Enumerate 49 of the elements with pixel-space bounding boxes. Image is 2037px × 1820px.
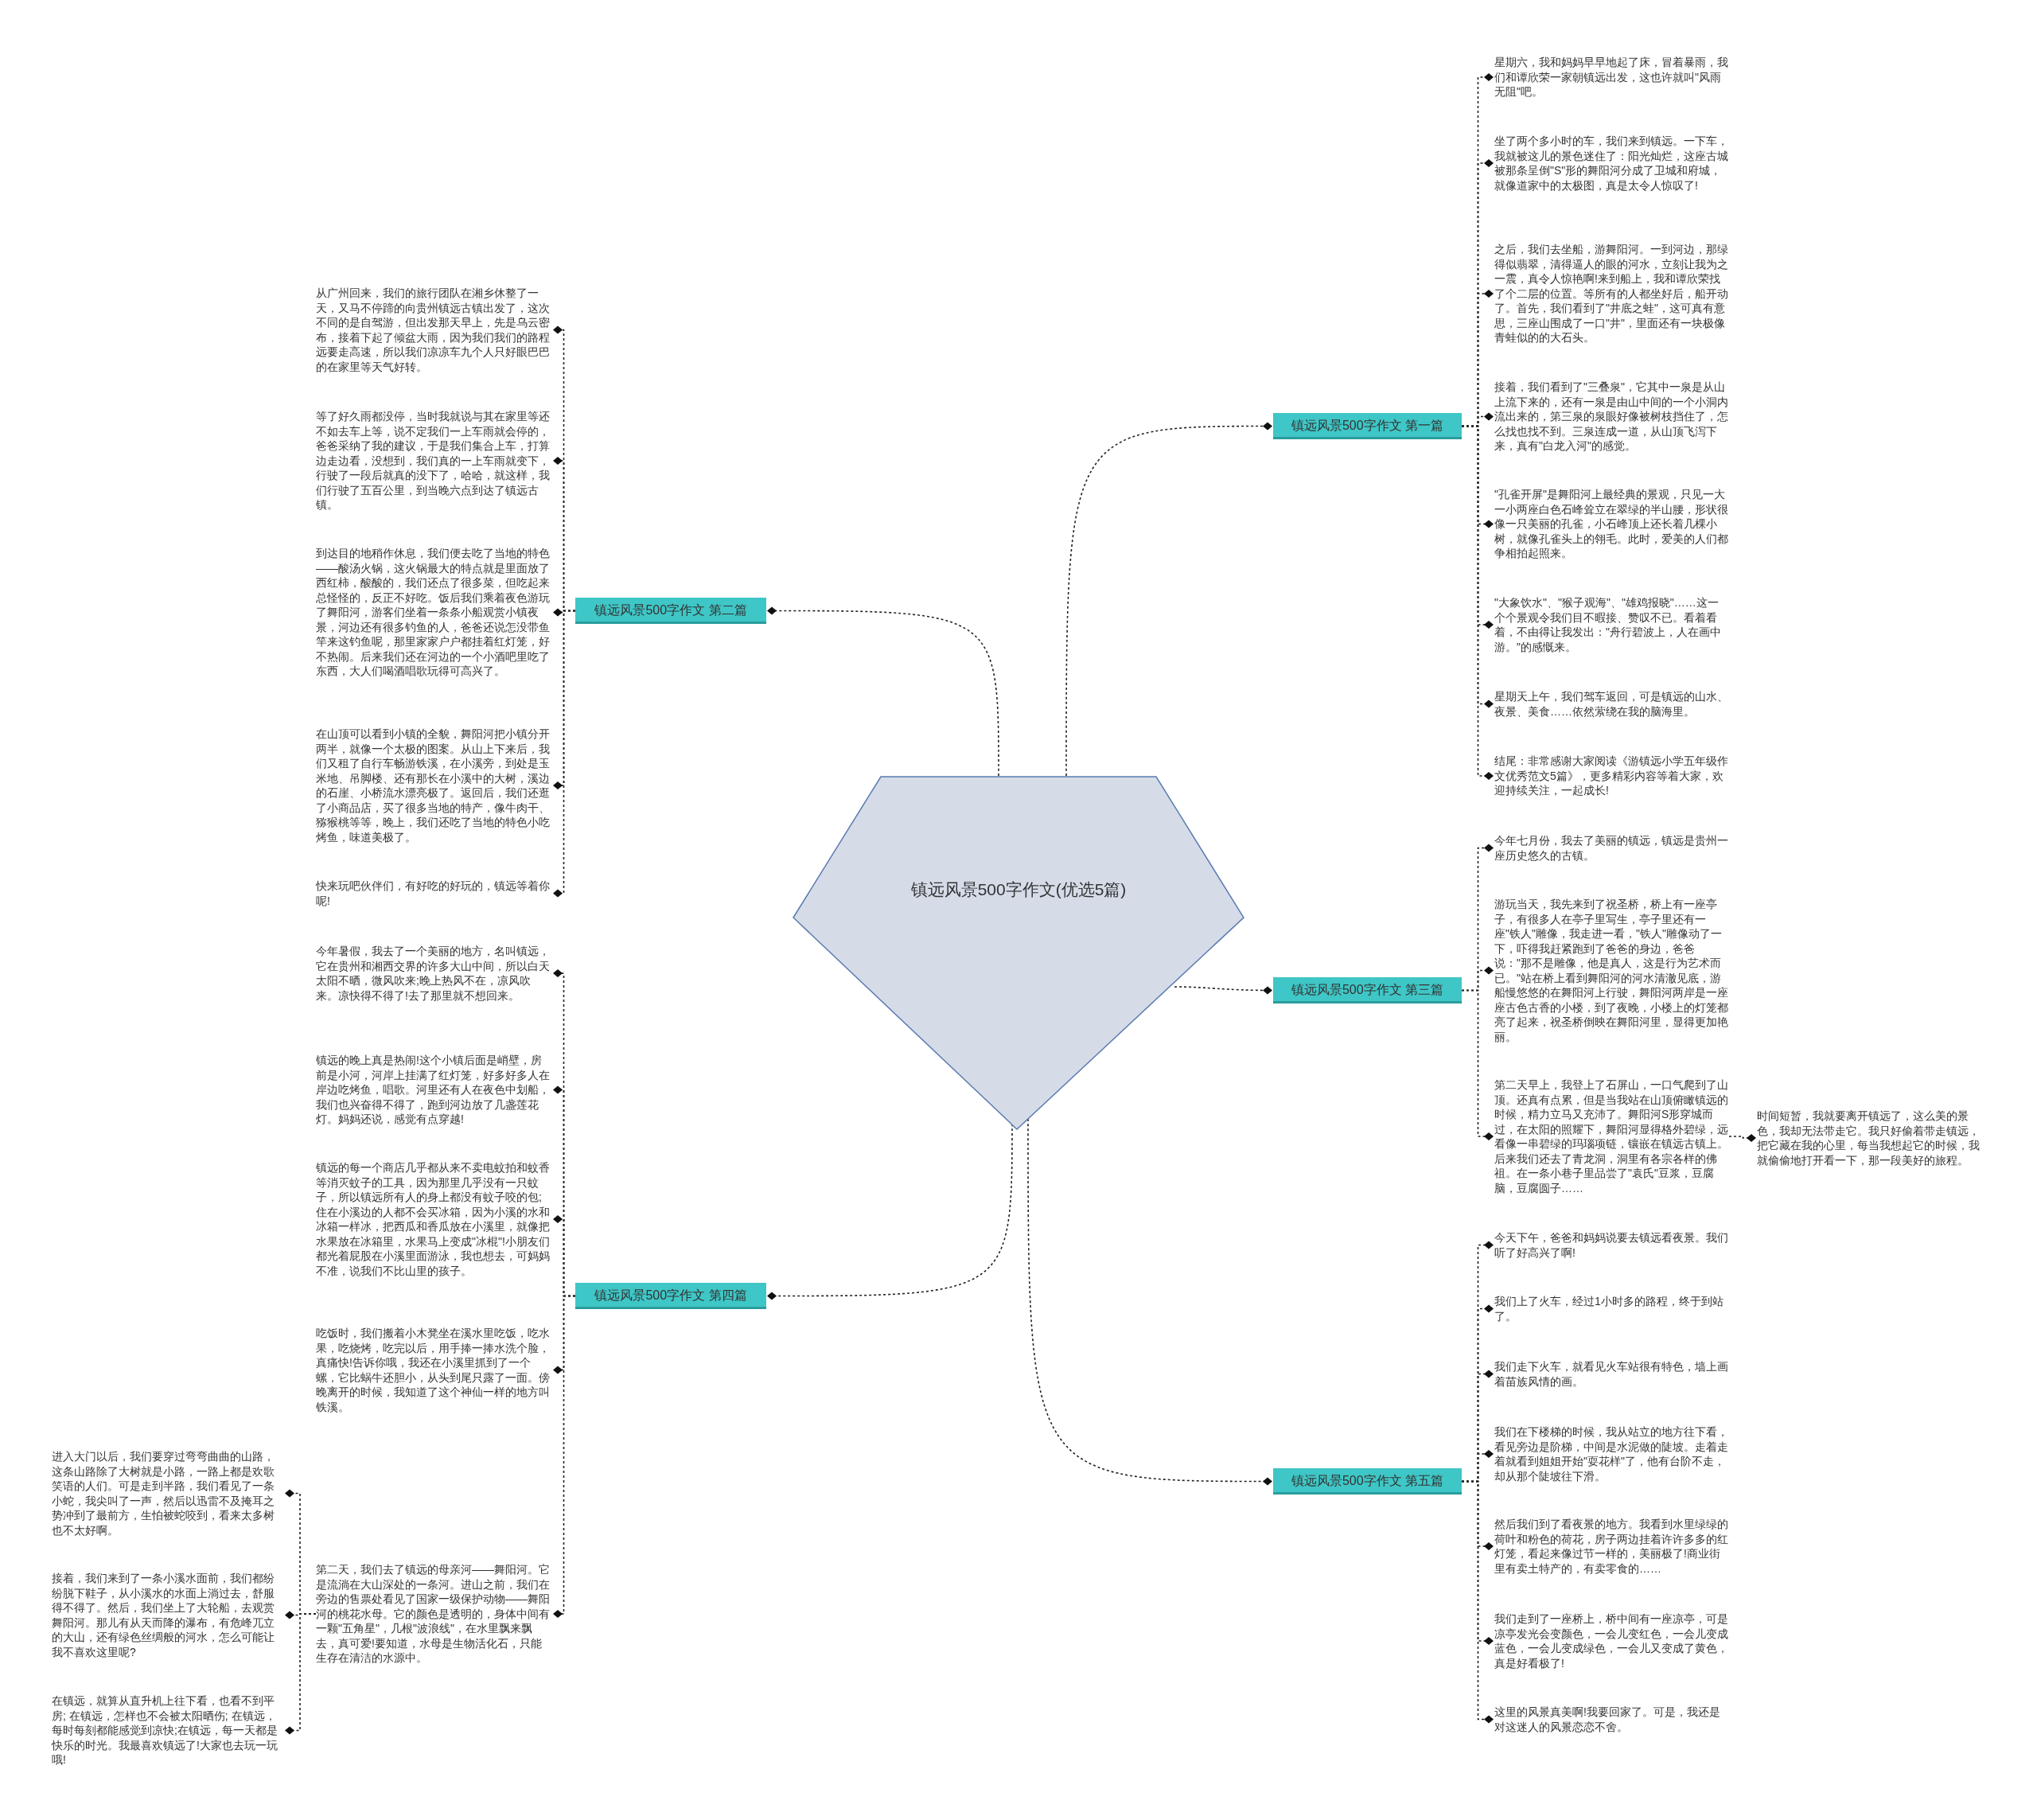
paragraph-text: 结尾：非常感谢大家阅读《游镇远小学五年级作文优秀范文5篇》，更多精彩内容等着大家，欢迎持续关注，一起成长!: [1494, 754, 1729, 798]
paragraph-text: 我们走下火车，就看见火车站很有特色，墙上画着苗族风情的画。: [1494, 1359, 1729, 1389]
connector: [1174, 986, 1272, 995]
connector: [553, 610, 576, 898]
connector: [1065, 422, 1272, 777]
paragraph-text: 今年七月份，我去了美丽的镇远，镇远是贵州一座历史悠久的古镇。: [1494, 833, 1729, 863]
paragraph-text: 镇远的每一个商店几乎都从来不卖电蚊拍和蚊香等消灭蚊子的工具，因为那里几乎没有一只蚊子，所以镇远所有人的身上都没有蚊子咬的包;住在小溪边的人都不会买冰箱，因为小溪的水和冰箱一样冰，把西瓜和香瓜放在小溪里，就像把水果放在冰箱里，水果马上变成"冰棍"!小朋友们都光着屁股在小溪里面游泳，我也想去，可妈妈不准，说我们不比山里的孩子。: [316, 1160, 552, 1278]
topic-tab: 镇远风景500字作文 第五篇: [1273, 1468, 1462, 1495]
paragraph-text: 进入大门以后，我们要穿过弯弯曲曲的山路，这条山路除了大树就是小路，一路上都是欢歌笑语的人们。可是走到半路，我们看见了一条小蛇，我尖叫了一声，然后以迅雷不及掩耳之势冲到了最前方，生怕被蛇咬到，看来太多树也不太好啊。: [52, 1449, 284, 1537]
paragraph-text: 镇远的晚上真是热闹!这个小镇后面是峭壁，房前是小河，河岸上挂满了红灯笼，好多好多人在岸边吃烤鱼，唱歌。河里还有人在夜色中划船，我们也兴奋得不得了，跑到河边放了几盏莲花灯。妈妈还说，感觉有点穿越!: [316, 1053, 552, 1127]
paragraph-text: 我们上了火车，经过1小时多的路程，终于到站了。: [1494, 1294, 1729, 1323]
topic-tab: 镇远风景500字作文 第二篇: [575, 598, 766, 624]
paragraph-text: 这里的风景真美啊!我要回家了。可是，我还是对这迷人的风景恋恋不舍。: [1494, 1705, 1729, 1734]
paragraph-text: 我们走到了一座桥上，桥中间有一座凉亭，可是凉亭发光会变颜色，一会儿变红色，一会儿变成蓝色，一会儿变成绿色，一会儿又变成了黄色，真是好看极了!: [1494, 1611, 1729, 1670]
paragraph-text: 坐了两个多小时的车，我们来到镇远。一下车，我就被这儿的景色迷住了：阳光灿烂，这座古城被那条呈倒"S"形的舞阳河分成了卫城和府城，就像道家中的太极图，真是太令人惊叹了!: [1494, 134, 1729, 193]
paragraph-text: 我们在下楼梯的时候，我从站立的地方往下看，看见旁边是阶梯，中间是水泥做的陡坡。走着走着就看到姐姐开始"耍花样"了，他有台阶不走，却从那个陡坡往下滑。: [1494, 1424, 1729, 1483]
topic-tab: 镇远风景500字作文 第三篇: [1273, 977, 1462, 1004]
connector: [1027, 1118, 1272, 1486]
connector: [553, 1295, 576, 1618]
paragraph-text: "大象饮水"、"猴子观海"、"雄鸡报晓"……这一个个景观令我们目不暇接、赞叹不已。看着看着，不由得让我发出："舟行碧波上，人在画中游。"的感慨来。: [1494, 595, 1729, 654]
connector: [767, 606, 999, 777]
paragraph-text: 从广州回来，我们的旅行团队在湘乡休整了一天，又马不停蹄的向贵州镇远古镇出发了，这次不同的是自驾游，但出发那天早上，先是乌云密布，接着下起了倾盆大雨，因为我们我们的路程远要走高速，所以我们凉凉车九个人只好眼巴巴的在家里等天气好转。: [316, 286, 552, 374]
paragraph-text: 时间短暂，我就要离开镇远了，这么美的景色，我却无法带走它。我只好偷着带走镇远，把它藏在我的心里，每当我想起它的时候，我就偷偷地打开看一下，那一段美好的旅程。: [1757, 1109, 1989, 1167]
paragraph-text: 之后，我们去坐船，游舞阳河。一到河边，那绿得似翡翠，清得逼人的眼的河水，立刻让我为之一震，真令人惊艳啊!来到船上，我和谭欣荣找了个二层的位置。等所有的人都坐好后，船开动了。首先，我们看到了"井底之蛙"，这可真有意思，三座山围成了一口"井"，里面还有一块极像青蛙似的的大石头。: [1494, 242, 1729, 345]
paragraph-text: 星期六，我和妈妈早早地起了床，冒着暴雨，我们和谭欣荣一家朝镇远出发，这也许就叫"风雨无阻"吧。: [1494, 55, 1729, 99]
connector: [285, 1613, 317, 1735]
paragraph-text: 到达目的地稍作休息，我们便去吃了当地的特色——酸汤火锅，这火锅最大的特点就是里面放了西红柿，酸酸的，我们还点了很多菜，但吃起来总怪怪的，反正不好吃。饭后我们乘着夜色游玩了舞阳河，游客们坐着一条条小船观赏小镇夜景，河边还有很多钓鱼的人，爸爸还说怎没带鱼竿来这钓鱼呢，那里家家户户都挂着红灯笼，好不热闹。后来我们还在河边的一个小酒吧里吃了东西，大人们喝酒唱歌玩得可高兴了。: [316, 546, 552, 679]
title-text: 镇远风景500字作文(优选5篇): [909, 879, 1128, 900]
paragraph-text: 接着，我们看到了"三叠泉"，它其中一泉是从山上流下来的，还有一泉是由山中间的一个小洞内流出来的，第三泉的泉眼好像被树枝挡住了，怎么找也找不到。三泉连成一道，从山顶飞泻下来，真有"白龙入河"的感觉。: [1494, 380, 1729, 454]
paragraph-text: 第二天早上，我登上了石屏山，一口气爬到了山顶。还真有点累，但是当我站在山顶俯瞰镇远的时候，精力立马又充沛了。舞阳河S形穿城而过，在太阳的照耀下，舞阳河显得格外碧绿，远看像一串碧绿的玛瑙项链，镶嵌在镇远古镇上。后来我们还去了青龙洞，洞里有各宗各样的佛祖。在一条小巷子里品尝了"袁氏"豆浆，豆腐脑，豆腐圆子……: [1494, 1078, 1729, 1195]
paragraph-text: "孔雀开屏"是舞阳河上最经典的景观，只见一大一小两座白色石峰耸立在翠绿的半山腰，形状很像一只美丽的孔雀，小石峰顶上还长着几棵小树，就像孔雀头上的翎毛。此时，爱美的人们都争相拍起照来。: [1494, 487, 1729, 561]
paragraph-text: 吃饭时，我们搬着小木凳坐在溪水里吃饭，吃水果，吃烧烤，吃完以后，用手捧一捧水洗个脸，真痛快!告诉你哦，我还在小溪里抓到了一个螺，它比蜗牛还胆小，从头到尾只露了一面。傍晚离开的时候，我知道了这个神仙一样的地方叫铁溪。: [316, 1326, 552, 1414]
connector: [1728, 1134, 1756, 1142]
paragraph-text: 游玩当天，我先来到了祝圣桥，桥上有一座亭子，有很多人在亭子里写生，亭子里还有一座"铁人"雕像，我走进一看，"铁人"雕像动了一下，吓得我赶紧跑到了爸爸的身边，爸爸说："那不是雕像，他是真人，这是行为艺术而已。"站在桥上看到舞阳河的河水清澈见底，游船慢悠悠的在舞阳河上行驶，舞阳河两岸是一座座古色古香的小楼，到了夜晚，小楼上的灯笼都亮了起来，祝圣桥倒映在舞阳河里，显得更加艳丽。: [1494, 897, 1729, 1044]
connector: [1461, 425, 1494, 780]
paragraph-text: 在山顶可以看到小镇的全貌，舞阳河把小镇分开两半，就像一个太极的图案。从山上下来后，我们又租了自行车畅游铁溪，在小溪旁，到处是玉米地、吊脚楼、还有那长在小溪中的大树，溪边的石崖、小桥流水漂亮极了。返回后，我们还逛了小商品店，买了很多当地的特产，像牛肉干、猕猴桃等等，晚上，我们还吃了当地的特色小吃烤鱼，味道美极了。: [316, 727, 552, 844]
paragraph-text: 等了好久雨都没停，当时我就说与其在家里等还不如去车上等，说不定我们一上车雨就会停的，爸爸采纳了我的建议，于是我们集合上车，打算边走边看，没想到，我们真的一上车雨就变下，行驶了一段后就真的没下了，哈哈，就这样，我们行驶了五百公里，到当晚六点到达了镇远古镇。: [316, 409, 552, 512]
paragraph-text: 第二天，我们去了镇远的母亲河——舞阳河。它是流淌在大山深处的一条河。进山之前，我们在旁边的售票处看见了国家一级保护动物——舞阳河的桃花水母。它的颜色是透明的，身体中间有一颗"五角星"，几根"波浪线"，在水里飘来飘去，真可爱!要知道，水母是生物活化石，只能生存在清洁的水源中。: [316, 1562, 552, 1666]
paragraph-text: 然后我们到了看夜景的地方。我看到水里绿绿的荷叶和粉色的荷花，房子两边挂着许许多多的红灯笼，看起来像过节一样的，美丽极了!商业街里有卖土特产的，有卖零食的……: [1494, 1517, 1729, 1576]
paragraph-text: 接着，我们来到了一条小溪水面前，我们都纷纷脱下鞋子，从小溪水的水面上淌过去，舒服得不得了。然后，我们坐上了大轮船，去观赏舞阳河。那儿有从天而降的瀑布，有危峰兀立的大山，还有绿色丝绸般的河水，怎么可能让我不喜欢这里呢?: [52, 1571, 284, 1659]
topic-tab: 镇远风景500字作文 第四篇: [575, 1283, 766, 1309]
paragraph-text: 在镇远，就算从直升机上往下看，也看不到平房; 在镇远，怎样也不会被太阳晒伤; 在镇远，每时每刻都能感觉到凉快;在镇远，每一天都是快乐的时光。我最喜欢镇远了!大家也去玩一玩哦!: [52, 1693, 284, 1767]
connector: [1461, 1480, 1494, 1724]
connector: [1461, 989, 1494, 1140]
paragraph-text: 星期天上午，我们驾车返回，可是镇远的山水、夜景、美食……依然萦绕在我的脑海里。: [1494, 689, 1729, 719]
topic-tab: 镇远风景500字作文 第一篇: [1273, 413, 1462, 439]
paragraph-text: 今年暑假，我去了一个美丽的地方，名叫镇远，它在贵州和湘西交界的许多大山中间，所以白天太阳不晒，微风吹来;晚上热风不在，凉风吹来。凉快得不得了!去了那里就不想回来。: [316, 944, 552, 1003]
paragraph-text: 快来玩吧伙伴们，有好吃的好玩的，镇远等着你呢!: [316, 879, 552, 908]
paragraph-text: 今天下午，爸爸和妈妈说要去镇远看夜景。我们听了好高兴了啊!: [1494, 1230, 1729, 1260]
